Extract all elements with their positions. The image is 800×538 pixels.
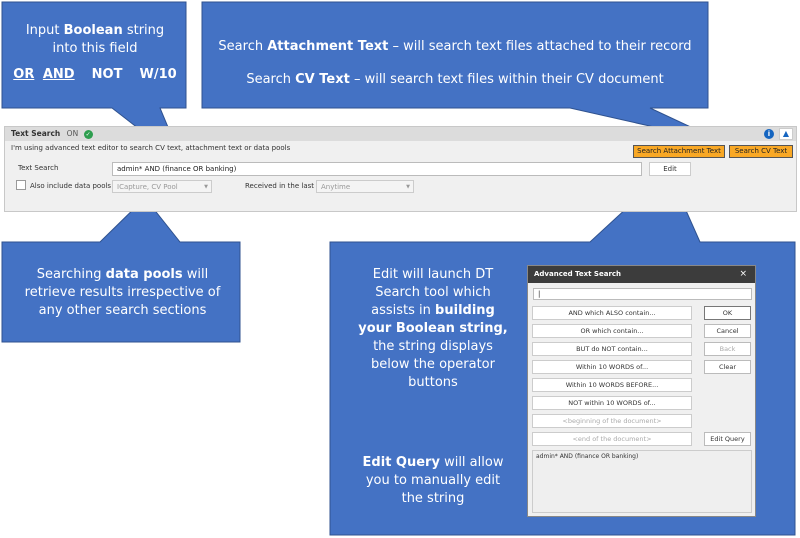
received-select[interactable]: Anytime▼ [316, 180, 414, 193]
text-search-input[interactable]: admin* AND (finance OR banking) [112, 162, 642, 176]
dialog-search-input[interactable]: | [533, 288, 752, 300]
received-label: Received in the last [245, 182, 315, 190]
back-button[interactable]: Back [704, 342, 751, 356]
dialog-title: Advanced Text Search [534, 270, 622, 278]
text-search-panel: Text Search ON ✓ i ▲ I'm using advanced … [4, 126, 797, 212]
text-search-label: Text Search [18, 164, 59, 172]
chevron-down-icon: ▼ [204, 184, 208, 190]
info-icon[interactable]: i [764, 129, 774, 139]
operator-within-before-button[interactable]: Within 10 WORDS BEFORE... [532, 378, 692, 392]
close-icon[interactable]: × [739, 269, 747, 279]
clear-button[interactable]: Clear [704, 360, 751, 374]
panel-header: Text Search ON ✓ i ▲ [5, 127, 796, 141]
data-pools-checkbox[interactable] [16, 180, 26, 190]
panel-description: I'm using advanced text editor to search… [11, 144, 291, 152]
status-label: ON [66, 129, 79, 138]
callout-search-buttons [201, 1, 726, 144]
chevron-down-icon: ▼ [406, 184, 410, 190]
end-of-document-button[interactable]: <end of the document> [532, 432, 692, 446]
query-textarea[interactable]: admin* AND (finance OR banking) [532, 450, 752, 513]
search-cv-text-button[interactable]: Search CV Text [729, 145, 793, 158]
operator-or-button[interactable]: OR which contain... [532, 324, 692, 338]
callout-edit-text: Edit will launch DT Search tool which as… [358, 267, 508, 390]
cancel-button[interactable]: Cancel [704, 324, 751, 338]
collapse-icon[interactable]: ▲ [779, 128, 793, 140]
edit-query-button[interactable]: Edit Query [704, 432, 751, 446]
ok-button[interactable]: OK [704, 306, 751, 320]
callout-edit-query-text: Edit Query will allow you to manually ed… [362, 455, 504, 506]
operator-not-within-button[interactable]: NOT within 10 WORDS of... [532, 396, 692, 410]
operator-within-button[interactable]: Within 10 WORDS of... [532, 360, 692, 374]
check-icon: ✓ [83, 129, 93, 139]
data-pools-select[interactable]: ICapture, CV Pool▼ [112, 180, 212, 193]
callout-data-pools [1, 197, 241, 343]
edit-button[interactable]: Edit [649, 162, 691, 176]
search-attachment-text-button[interactable]: Search Attachment Text [633, 145, 725, 158]
dialog-titlebar: Advanced Text Search × [528, 266, 755, 283]
beginning-of-document-button[interactable]: <beginning of the document> [532, 414, 692, 428]
operator-not-button[interactable]: BUT do NOT contain... [532, 342, 692, 356]
callout-search-text: Search Attachment Text – will search tex… [218, 39, 692, 87]
callout-data-pools-text: Searching data pools will retrieve resul… [24, 267, 221, 318]
callout-boolean-text: Input Boolean string into this field OR … [13, 23, 177, 82]
panel-title: Text Search [11, 129, 61, 138]
data-pools-label: Also include data pools [30, 182, 112, 190]
advanced-text-search-dialog: Advanced Text Search × | AND which ALSO … [527, 265, 756, 517]
operator-and-button[interactable]: AND which ALSO contain... [532, 306, 692, 320]
